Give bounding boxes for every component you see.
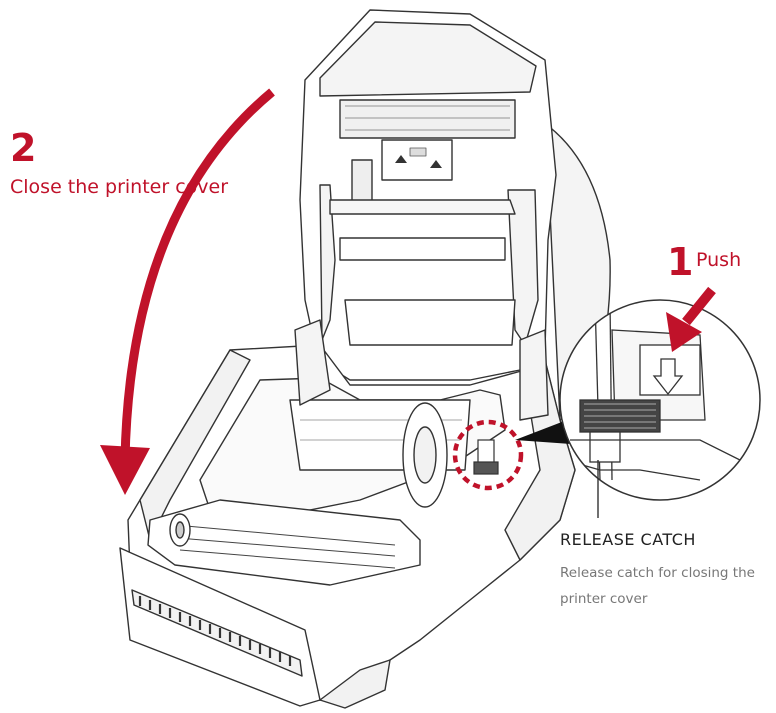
push-arrowhead	[666, 312, 702, 352]
push-arrow	[682, 286, 716, 326]
printer	[119, 9, 611, 709]
front-vents	[138, 596, 292, 666]
step-2-number: 2	[10, 126, 37, 170]
release-catch-small	[473, 439, 499, 475]
release-catch-highlight	[452, 419, 524, 491]
platen-grille	[174, 524, 396, 569]
zoom-detail	[559, 299, 761, 501]
step-1-instruction: Push	[696, 249, 742, 271]
step-1-number: 1	[667, 240, 694, 284]
release-catch-description: Release catch for closing the printer co…	[560, 565, 755, 607]
close-cover-arrow	[120, 88, 275, 461]
close-cover-arrowhead	[100, 445, 150, 495]
release-catch-title: RELEASE CATCH	[560, 530, 696, 549]
step-2-instruction: Close the printer cover	[10, 176, 229, 198]
